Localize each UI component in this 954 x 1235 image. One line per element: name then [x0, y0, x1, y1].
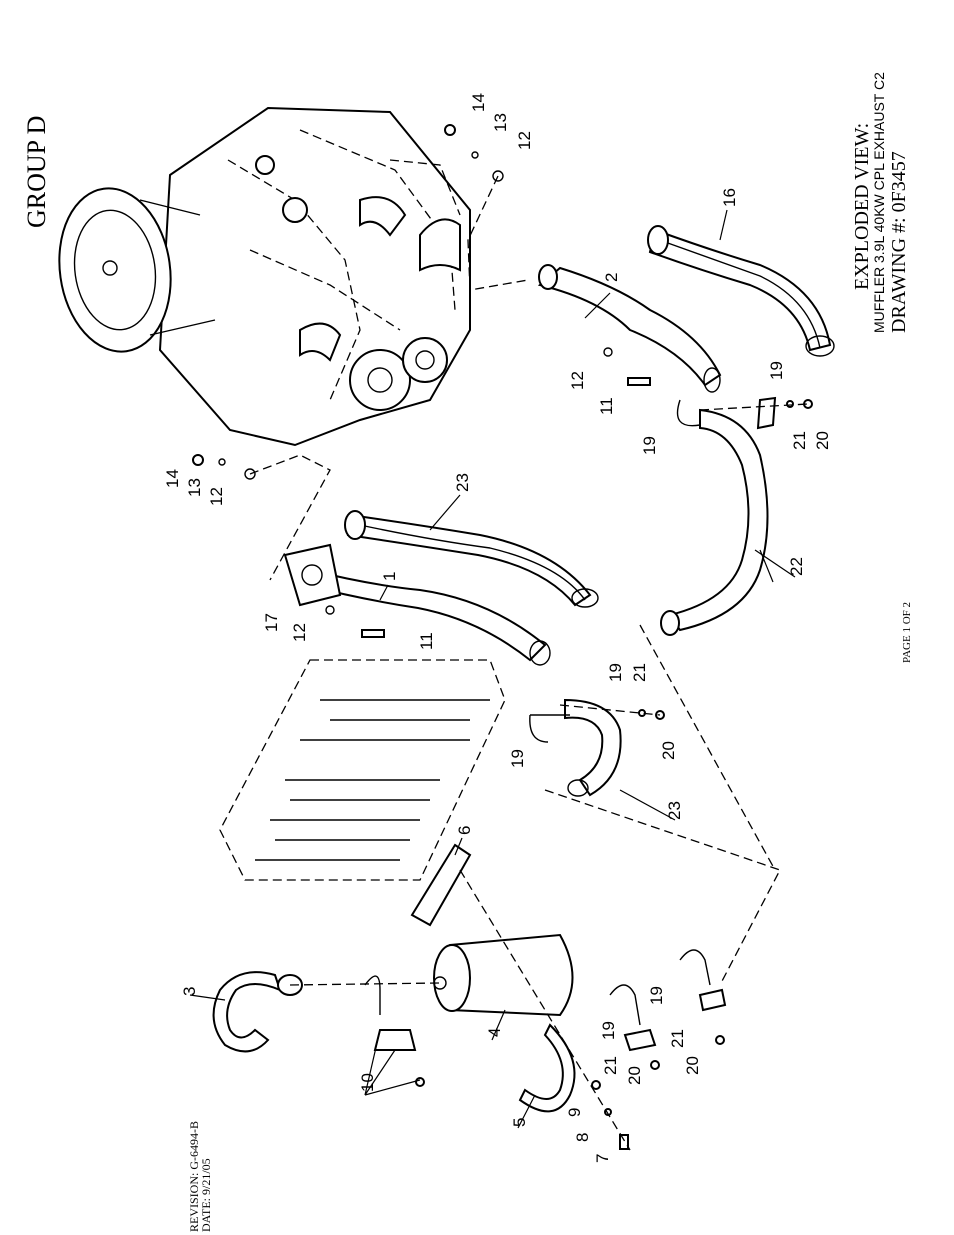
callout-20: 20 — [659, 741, 678, 760]
view-title: EXPLODED VIEW: — [851, 123, 873, 290]
callout-22: 22 — [787, 557, 806, 576]
callout-13: 13 — [185, 478, 204, 497]
callout-14: 14 — [469, 93, 488, 112]
callout-16: 16 — [720, 188, 739, 207]
callout-20: 20 — [813, 431, 832, 450]
part-4-muffler — [433, 933, 574, 1017]
callout-21: 21 — [601, 1056, 620, 1075]
callout-12: 12 — [207, 487, 226, 506]
callout-21: 21 — [668, 1029, 687, 1048]
callout-19: 19 — [508, 749, 527, 768]
drawing-number: DRAWING #: 0F3457 — [888, 151, 910, 333]
part-2-exhaust-pipe — [537, 264, 722, 393]
enclosure-louver-panel — [219, 659, 506, 881]
callout-19: 19 — [606, 663, 625, 682]
callout-13: 13 — [491, 113, 510, 132]
part-23-elbow-lower — [529, 698, 622, 797]
callout-11: 11 — [417, 632, 436, 650]
callout-21: 21 — [790, 431, 809, 450]
date-text: DATE: 9/21/05 — [199, 1158, 213, 1232]
callout-2: 2 — [602, 273, 621, 282]
part-6-heat-shield — [410, 843, 472, 927]
callout-7: 7 — [593, 1154, 612, 1163]
callout-6: 6 — [455, 826, 474, 835]
revision-text: REVISION: G-6494-B — [187, 1121, 201, 1232]
callout-14: 14 — [163, 469, 182, 488]
callout-3: 3 — [180, 987, 199, 996]
callout-23: 23 — [453, 473, 472, 492]
callout-9: 9 — [565, 1108, 584, 1117]
part-3-tailpipe — [212, 971, 303, 1053]
callout-11: 11 — [597, 397, 616, 415]
assembly-guide-lines — [249, 175, 809, 1151]
group-title: GROUP D — [22, 116, 51, 228]
view-subtitle: MUFFLER 3.9L 40KW CPL EXHAUST C2 — [871, 72, 887, 333]
callout-19: 19 — [599, 1021, 618, 1040]
callout-12: 12 — [568, 371, 587, 390]
callout-12: 12 — [290, 623, 309, 642]
callout-19: 19 — [640, 436, 659, 455]
callout-12: 12 — [515, 131, 534, 150]
part-23-insulation-wrap-upper — [344, 510, 599, 608]
callout-21: 21 — [630, 663, 649, 682]
engine-assembly — [58, 106, 471, 447]
callout-23: 23 — [665, 801, 684, 820]
callout-1: 1 — [380, 572, 399, 581]
page-indicator: PAGE 1 OF 2 — [901, 602, 913, 663]
callout-19: 19 — [767, 361, 786, 380]
callout-4: 4 — [485, 1028, 504, 1037]
callout-8: 8 — [573, 1133, 592, 1142]
part-16-insulation-wrap — [647, 225, 835, 357]
part-22-exhaust-pipe — [660, 408, 769, 636]
clamp-hardware — [192, 124, 813, 1150]
callout-17: 17 — [262, 613, 281, 632]
part-1-exhaust-pipe — [283, 543, 551, 666]
callout-20: 20 — [683, 1056, 702, 1075]
callout-5: 5 — [510, 1118, 529, 1127]
callout-20: 20 — [625, 1066, 644, 1085]
callout-leaders — [189, 209, 796, 1129]
part-17-gasket-flange — [283, 543, 342, 607]
callout-19: 19 — [647, 986, 666, 1005]
part-5-strap — [518, 1023, 576, 1113]
